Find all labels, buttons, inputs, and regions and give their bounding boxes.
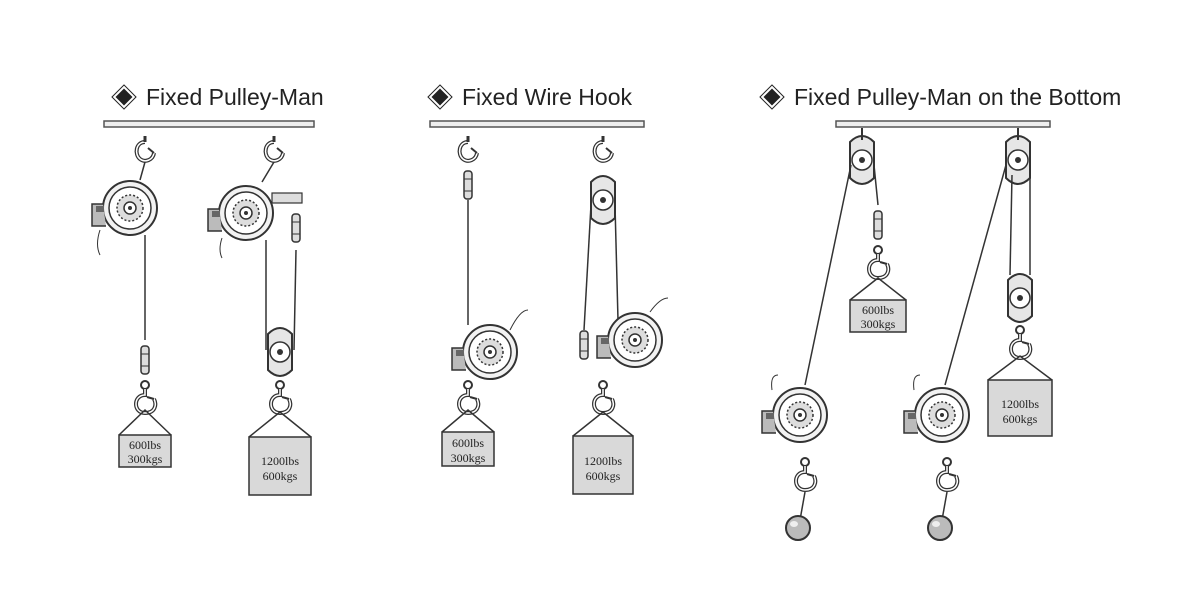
section-title-label: Fixed Pulley-Man on the Bottom	[794, 83, 1122, 110]
ceiling-rail-middle	[429, 120, 645, 128]
pulley-man-hoist-icon	[596, 312, 663, 368]
weight-lbs-label: 600lbs	[862, 303, 894, 317]
setup-wire-hook-600: 600lbs 300kgs	[441, 134, 529, 467]
pulley-block-icon	[267, 327, 293, 377]
setup-double-1200: 1200lbs 600kgs	[207, 134, 312, 496]
weight-kgs-label: 300kgs	[451, 451, 486, 465]
ball-weight-icon	[785, 515, 811, 541]
weight-lbs-label: 1200lbs	[261, 454, 299, 468]
pulley-man-hoist-icon	[91, 180, 158, 236]
pulley-block-icon	[1005, 135, 1031, 185]
weight-box-1200	[987, 379, 1053, 437]
weight-kgs-label: 600kgs	[263, 469, 298, 483]
pulley-block-icon	[849, 135, 875, 185]
weight-lbs-label: 1200lbs	[584, 454, 622, 468]
weight-box-600	[441, 431, 495, 467]
weight-lbs-label: 600lbs	[452, 436, 484, 450]
pulley-block-icon	[590, 175, 616, 225]
weight-kgs-label: 300kgs	[861, 317, 896, 331]
setup-bottom-600: 600lbs 300kgs	[761, 128, 907, 541]
ceiling-rail-right	[835, 120, 1051, 128]
weight-box-600	[849, 299, 907, 333]
section-title-fixed-pulley-man-bottom: Fixed Pulley-Man on the Bottom	[759, 82, 1122, 112]
weight-kgs-label: 300kgs	[128, 452, 163, 466]
setup-direct-600: 600lbs 300kgs	[91, 134, 172, 468]
section-title-label: Fixed Pulley-Man	[146, 83, 324, 110]
setup-wire-hook-1200: 1200lbs 600kgs	[572, 134, 669, 495]
weight-kgs-label: 600kgs	[586, 469, 621, 483]
ball-weight-icon	[927, 515, 953, 541]
weight-box-1200	[248, 436, 312, 496]
pulley-man-hoist-icon	[903, 387, 970, 443]
pulley-man-hoist-icon	[207, 185, 274, 241]
pulley-block-icon	[1007, 273, 1033, 323]
ceiling-rail-left	[103, 120, 315, 128]
weight-lbs-label: 600lbs	[129, 438, 161, 452]
weight-box-600	[118, 434, 172, 468]
pulley-man-hoist-icon	[761, 387, 828, 443]
weight-lbs-label: 1200lbs	[1001, 397, 1039, 411]
weight-box-1200	[572, 435, 634, 495]
setup-bottom-1200: 1200lbs 600kgs	[903, 128, 1053, 541]
section-title-fixed-pulley-man: Fixed Pulley-Man	[111, 82, 324, 112]
pulley-man-hoist-icon	[451, 324, 518, 380]
section-title-fixed-wire-hook: Fixed Wire Hook	[427, 82, 632, 112]
weight-kgs-label: 600kgs	[1003, 412, 1038, 426]
section-title-label: Fixed Wire Hook	[462, 83, 632, 110]
